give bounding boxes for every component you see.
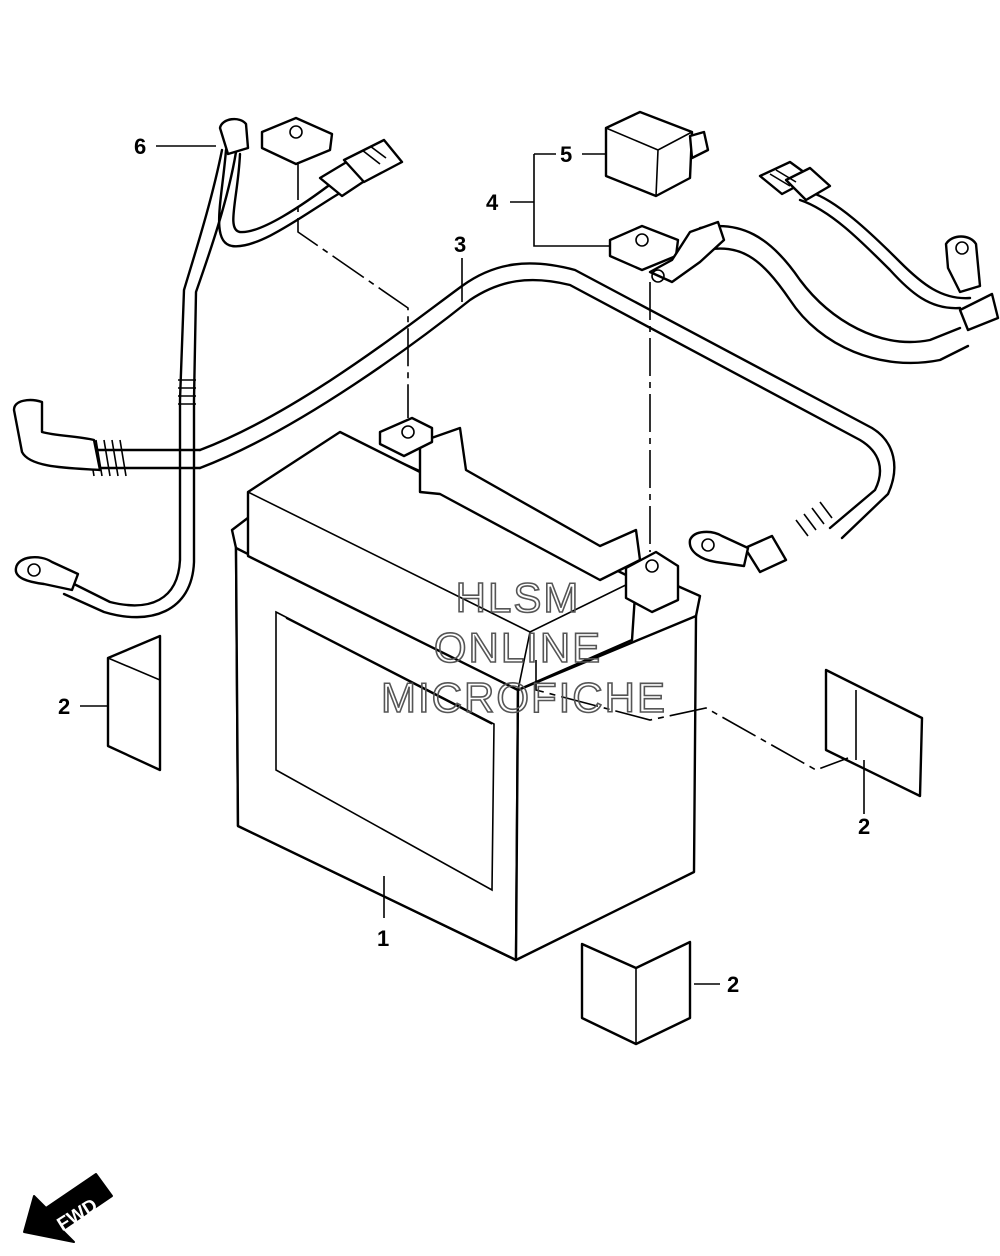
battery[interactable] — [230, 416, 702, 962]
forward-direction-indicator: FWD — [23, 1173, 113, 1243]
watermark-line-2: ONLINE — [434, 624, 602, 671]
watermark-line-3: MICROFICHE — [381, 674, 667, 721]
watermark-line-1: HLSM — [456, 574, 581, 621]
callout-2-bottom: 2 — [727, 972, 739, 997]
callout-5: 5 — [560, 142, 572, 167]
arrow-down-left-icon — [23, 1173, 113, 1243]
callout-4: 4 — [486, 190, 499, 215]
pad-left[interactable] — [106, 634, 162, 772]
callout-3: 3 — [454, 232, 466, 257]
pad-right[interactable] — [824, 668, 924, 798]
lead-wire[interactable] — [14, 116, 404, 619]
callout-leaders — [80, 145, 865, 985]
positive-cable[interactable] — [608, 160, 1000, 365]
watermark: HLSM ONLINE MICROFICHE — [380, 573, 667, 722]
callout-2-left: 2 — [58, 694, 70, 719]
pad-bottom[interactable] — [580, 940, 692, 1046]
callout-6: 6 — [134, 134, 146, 159]
callout-1: 1 — [377, 926, 389, 951]
assembly-lines — [297, 162, 849, 771]
terminal-cover[interactable] — [604, 110, 710, 198]
callout-2-right: 2 — [858, 814, 870, 839]
callout-labels: 1 2 2 2 3 4 5 6 — [58, 134, 870, 997]
negative-harness[interactable] — [12, 262, 896, 574]
